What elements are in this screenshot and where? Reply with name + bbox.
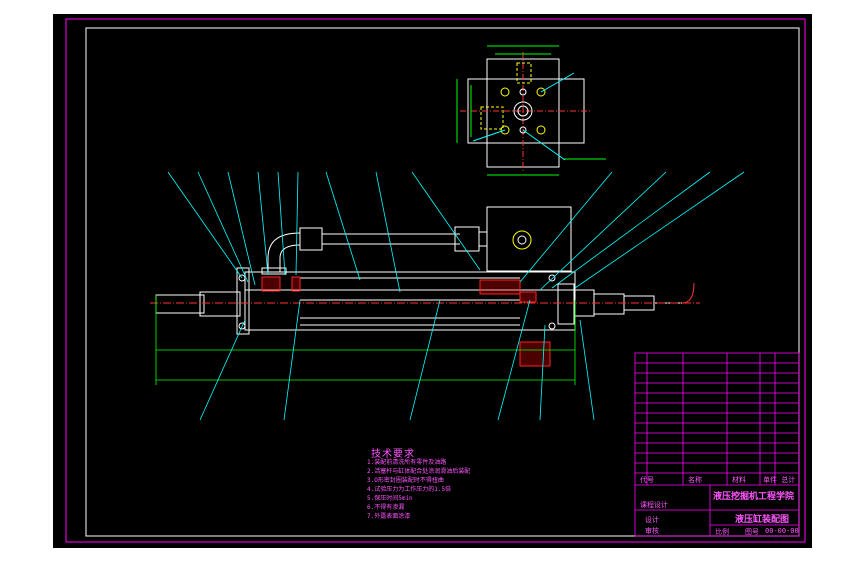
part-leaders: [167, 171, 745, 421]
requirement-line: 3.O形密封圈装配时不得扭曲: [367, 477, 444, 484]
requirement-line: 6.不得有渗漏: [367, 504, 405, 511]
sign-cell-number: 图号: [745, 528, 759, 536]
requirement-line: 5.保压时间5min: [367, 495, 413, 502]
drawing-name: 液压缸装配图: [735, 515, 790, 525]
top-view-flange: [456, 45, 606, 176]
technical-requirements-title: 技术要求: [371, 449, 415, 460]
course-name: 课程设计: [640, 501, 668, 509]
requirement-line: 2.活塞杆与缸体配合处涂润滑油后装配: [367, 468, 471, 475]
school-name: 液压挖掘机工程学院: [713, 492, 795, 502]
header-cell-name: 名称: [688, 476, 702, 484]
drawing-number: 00-00-00: [765, 527, 799, 535]
requirement-line: 7.外露表面涂漆: [367, 513, 411, 520]
sheet-background: [53, 14, 812, 548]
outer-frame: [65, 18, 806, 543]
parts-list-table: [634, 352, 800, 537]
requirement-line: 4.试验压力为工作压力的1.5倍: [367, 486, 452, 493]
cylinder-assembly: [150, 206, 700, 367]
header-cell-material: 材料: [732, 476, 746, 484]
requirement-line: 1.装配前清洗所有零件及油路: [367, 459, 447, 466]
sign-cell-scale: 比例: [715, 528, 729, 536]
drawing-border: [85, 27, 800, 537]
sign-cell-design: 设计: [645, 516, 659, 524]
header-cell-code: 代号: [640, 476, 654, 484]
sign-cell-review: 审核: [645, 527, 659, 535]
header-cell-total: 单件 总计: [763, 476, 796, 484]
main-dimensions: [155, 295, 576, 385]
